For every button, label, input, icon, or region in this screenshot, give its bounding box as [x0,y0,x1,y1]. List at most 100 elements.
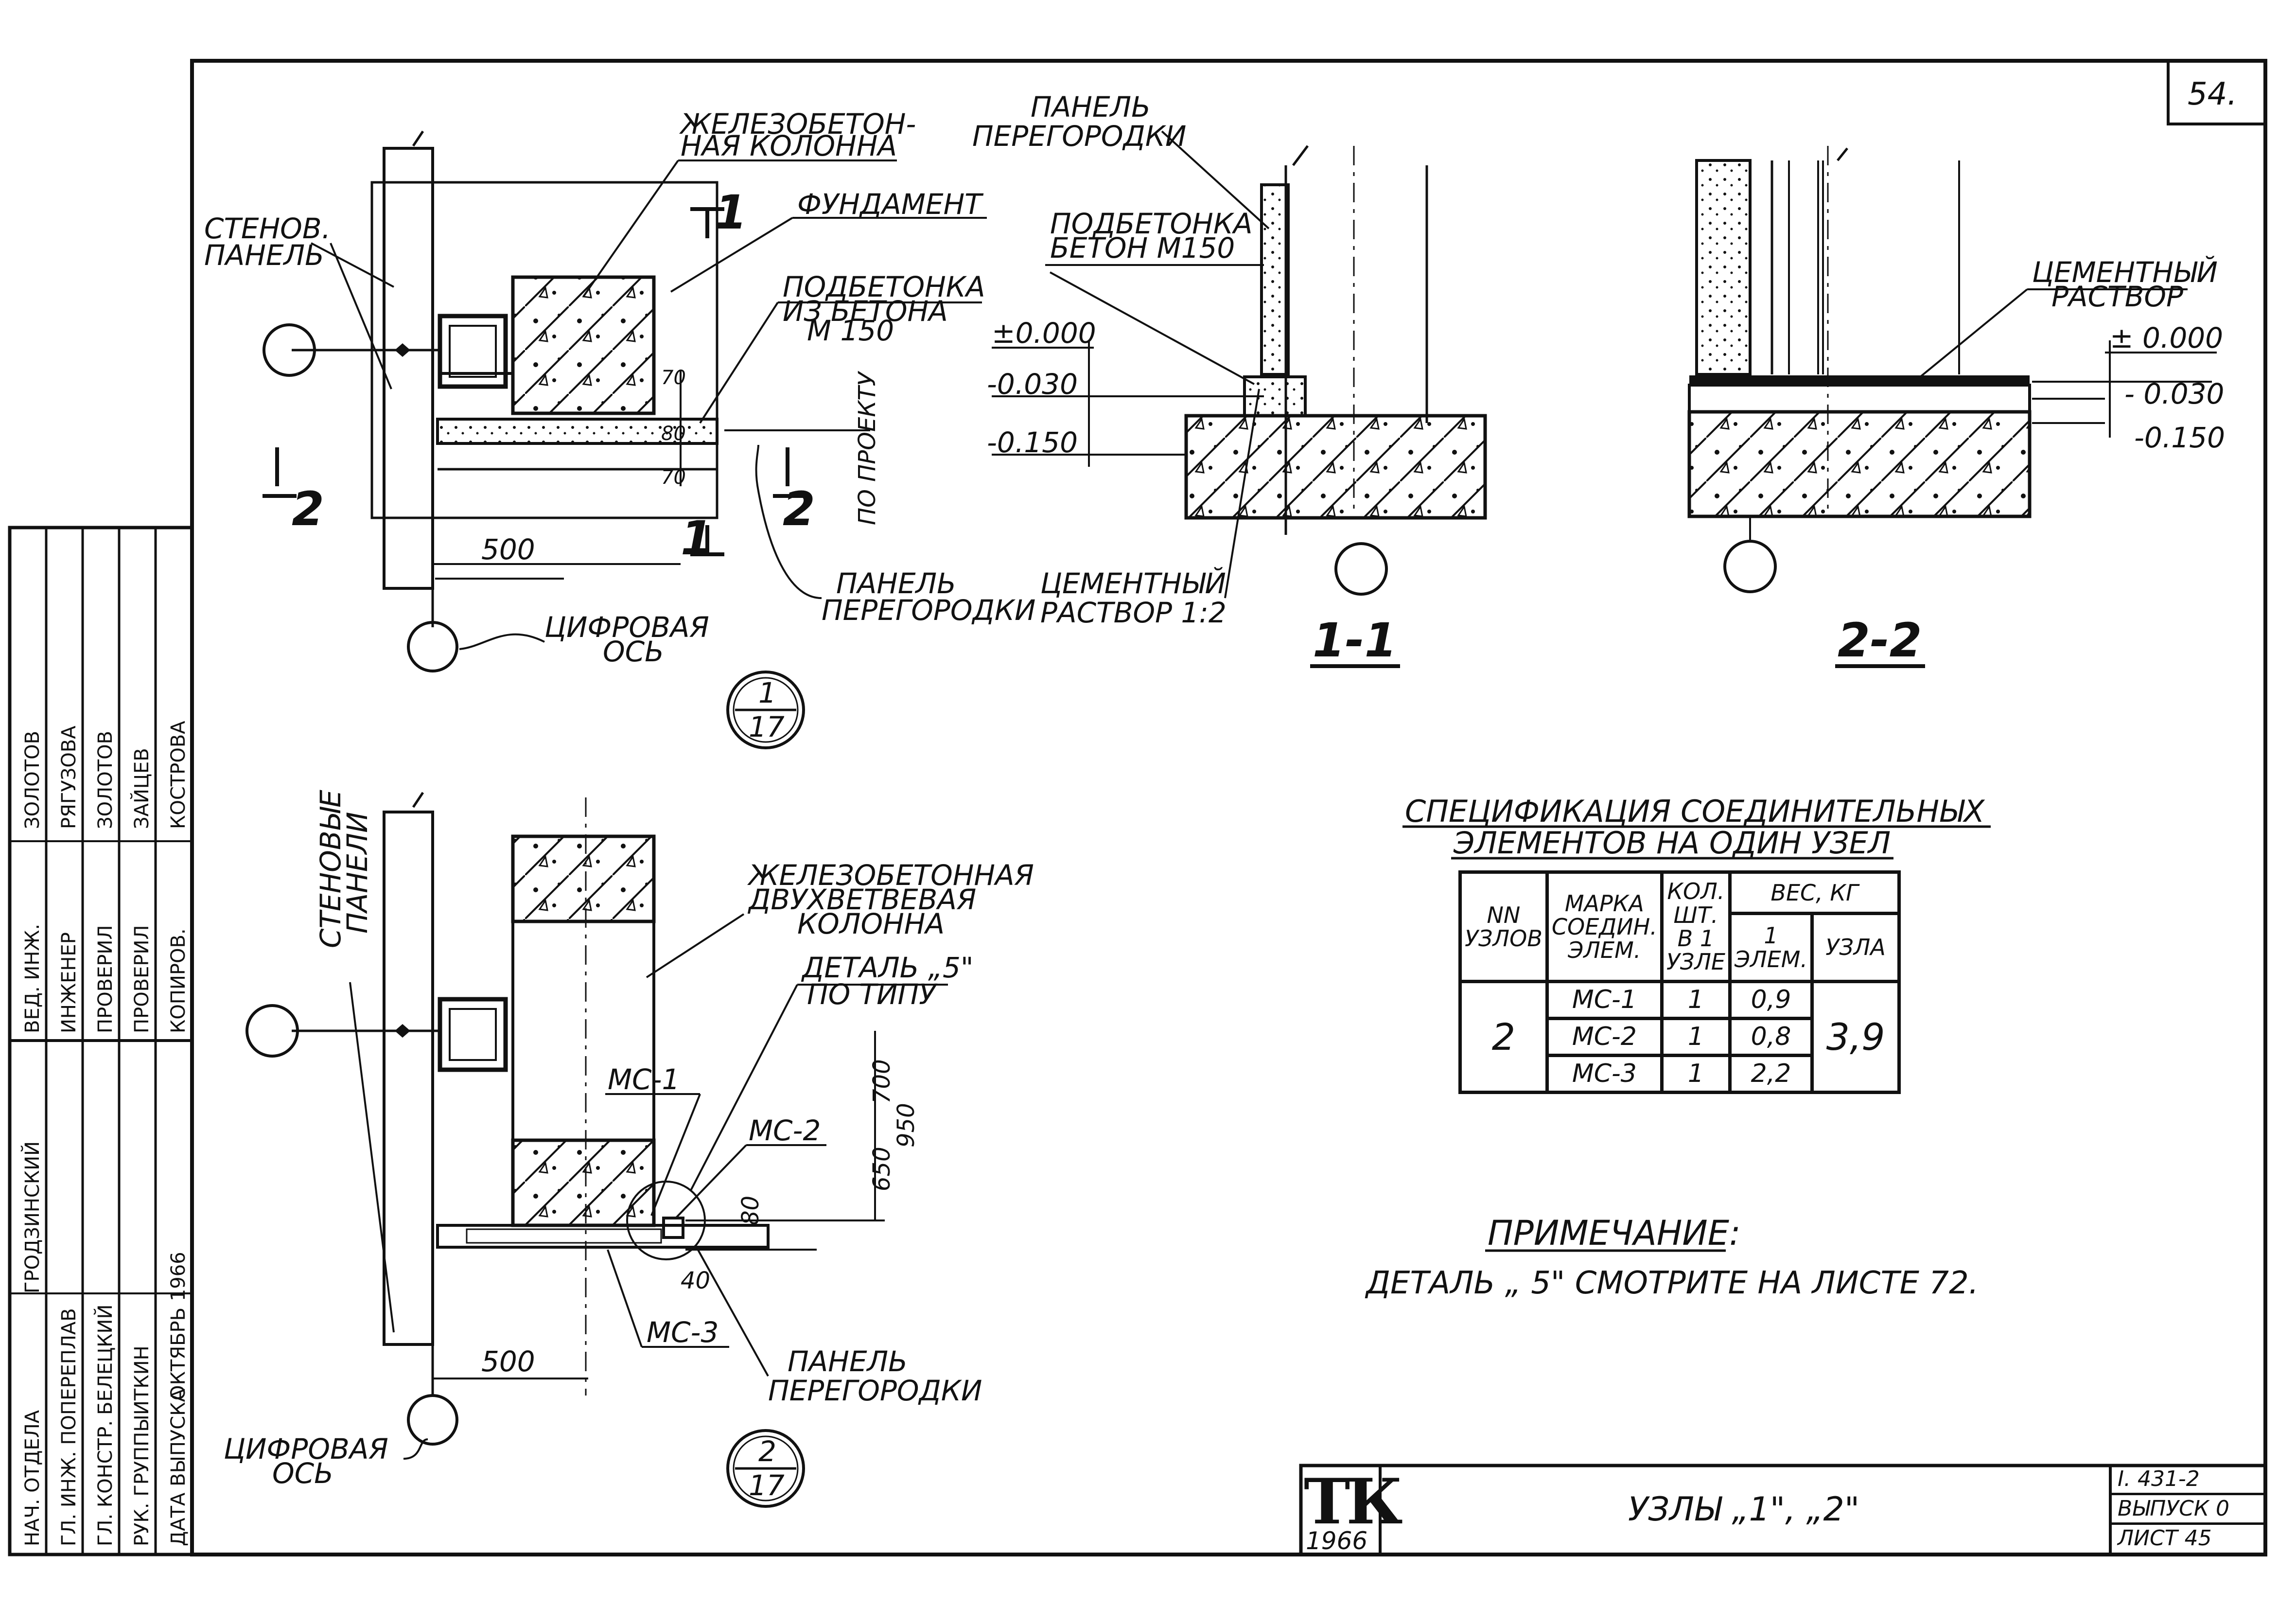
spec-table: NN УЗЛОВ МАРКА СОЕДИН. ЭЛЕМ. КОЛ. ШТ. В … [1458,870,1901,1094]
spec-row-qty: 1 [1660,1054,1732,1094]
spec-row-mark: МС-1 [1545,980,1664,1020]
section22-title: 2-2 [1838,613,1922,668]
node1-prep-label-2: ИЗ БЕТОНА [783,295,948,328]
spec-header-qty: КОЛ. ШТ. В 1 УЗЛЕ [1660,870,1732,983]
node1-prep-label-1: ПОДБЕТОНКА [783,270,985,303]
approval-role-1: ГЛ. ИНЖ. ПО [58,1415,80,1546]
node2-dim-650: 650 [868,1147,895,1191]
section11-partition-label-1: ПАНЕЛЬ [1031,90,1151,124]
node2-bracket [438,997,508,1072]
node2-dim-700: 700 [868,1059,895,1104]
approval-role-3: РУК. ГРУППЫ [131,1414,153,1546]
approval-name-9: КОСТРОВА [167,721,190,829]
node1-axis-bubble-bottom [407,621,458,672]
reference-block: I. 431-2 ВЫПУСК 0 ЛИСТ 45 [2109,1466,2266,1553]
node2-dim-950: 950 [893,1103,920,1148]
node2-wall-label-1: СТЕНОВЫЕ [314,790,347,948]
node1-dim-500: 500 [481,533,535,566]
approval-name-0: ГРОДЗИНСКИЙ [20,1141,44,1293]
spec-row-mark: МС-2 [1545,1017,1664,1057]
node2-dim-500: 500 [481,1345,535,1378]
node1-partition-label-2: ПЕРЕГОРОДКИ [822,594,1035,627]
node1-partition-label-1: ПАНЕЛЬ [836,567,956,600]
section11-title: 1-1 [1313,613,1397,668]
node1-foundation-label: ФУНДАМЕНТ [797,188,984,221]
spec-header-mark: МАРКА СОЕДИН. ЭЛЕМ. [1545,870,1664,983]
node1-by-project: ПО ПРОЕКТУ [854,371,881,525]
section11-level-150: -0.150 [987,426,1078,459]
section22-mortar-label-1: ЦЕМЕНТНЫЙ [2032,255,2218,289]
section22-mortar-bed [1689,375,2030,385]
section11-partition-panel [1260,183,1290,376]
approval-role-7: ПРОВЕРИЛ [94,925,117,1033]
section11-prep-label-2: БЕТОН М150 [1050,231,1235,265]
node1-ref-circle [726,671,805,749]
node1-concrete-prep [436,418,719,445]
spec-header-nodes: NN УЗЛОВ [1458,870,1549,983]
page-number-box [2167,59,2267,125]
drawing-title: УЗЛЫ „1", „2" [1628,1490,1860,1529]
tk-stamp-year: 1966 [1306,1527,1368,1555]
node1-column-label-2: НАЯ КОЛОННА [681,129,897,162]
approval-name-6: РЯГУЗОВА [58,725,80,829]
node2-ref-top: 2 [758,1435,776,1468]
node1-axis-label-1: ЦИФРОВАЯ [544,611,709,644]
node2-wall-label-2: ПАНЕЛИ [341,812,374,934]
issue-number: ВЫПУСК 0 [2112,1495,2266,1525]
node1-wall-label-2: ПАНЕЛЬ [204,239,324,272]
title-block-frame [1299,1464,2267,1556]
approval-role-4: ДАТА ВЫПУСКА [167,1388,190,1546]
spec-row-weight: 0,9 [1728,980,1814,1020]
note-heading: ПРИМЕЧАНИЕ: [1488,1213,1741,1253]
node2-plan: 500 650 700 950 80 40 СТЕНОВЫЕ ПАНЕЛИ ЖЕ… [224,790,1034,1508]
section22-axis-bubble [1723,540,1777,593]
tk-stamp: ТК 1966 [1301,1466,1403,1555]
approval-name-7: ЗОЛОТОВ [94,731,117,829]
section22-prep [1688,384,2031,413]
spec-node-number: 2 [1458,980,1549,1094]
section11-foundation [1184,414,1487,520]
node1-column [511,275,656,415]
node2-ref-circle [726,1429,805,1508]
node2-detail-label-2: ПО ТИПУ [807,978,938,1011]
node2-axis-bubble [245,1004,299,1058]
spec-title-line2: ЭЛЕМЕНТОВ НА ОДИН УЗЕЛ [1453,825,1891,861]
spec-row-qty: 1 [1660,1017,1732,1057]
node1-column-label-1: ЖЕЛЕЗОБЕТОН- [679,107,916,141]
node2-column-label-3: КОЛОННА [797,907,945,940]
spec-row-weight: 0,8 [1728,1017,1814,1057]
node1-dim-70-top: 70 [661,367,686,389]
section22-level-030: - 0.030 [2124,377,2224,410]
node2-dim-40: 40 [681,1267,710,1294]
tk-stamp-letters: ТК [1304,1466,1403,1538]
section-2-2: ± 0.000 - 0.030 -0.150 ЦЕМЕНТНЫЙ РАСТВОР… [1687,146,2225,668]
section22-wall-panel [1695,159,1752,376]
node1-dim-70-bot: 70 [661,466,686,489]
spec-node-weight: 3,9 [1810,980,1901,1094]
node1-cut2-left: 2 [292,482,324,536]
node1-axis-bubble [263,323,316,377]
section22-foundation [1687,410,2032,518]
section11-axis-bubble [1334,542,1388,596]
node2-column-middle [511,920,655,1142]
node2-ref-bottom: 17 [749,1469,785,1502]
approval-name-1: ПЕРЕПЛАВ [58,1308,80,1415]
node2-dim-80: 80 [737,1196,764,1225]
node1-wall-label-1: СТЕНОВ. [204,212,331,245]
node1-plan: 500 70 80 70 1 1 2 2 ПО ПРОЕКТУ ЖЕЛЕЗОБЕ… [204,107,1035,749]
section11-partition-label-2: ПЕРЕГОРОДКИ [972,120,1186,153]
section11-mortar-label-1: ЦЕМЕНТНЫЙ [1040,566,1226,600]
node2-partition-label-2: ПЕРЕГОРОДКИ [768,1374,982,1407]
approval-role-5: ВЕД. ИНЖ. [21,924,44,1033]
node2-mc3-label: МС-3 [647,1316,719,1349]
node2-column-branch-top [511,834,656,923]
section22-level-0: ± 0.000 [2110,321,2223,354]
node2-column-label-2: ДВУХВЕТВЕВАЯ [747,883,976,916]
section22-mortar-label-2: РАСТВОР [2051,280,2183,313]
spec-row-mark: МС-3 [1545,1054,1664,1094]
section11-level-0: ±0.000 [992,317,1096,350]
spec-row-weight: 2,2 [1728,1054,1814,1094]
node2-partition-label-1: ПАНЕЛЬ [788,1345,908,1378]
node1-ref-top: 1 [758,676,776,709]
